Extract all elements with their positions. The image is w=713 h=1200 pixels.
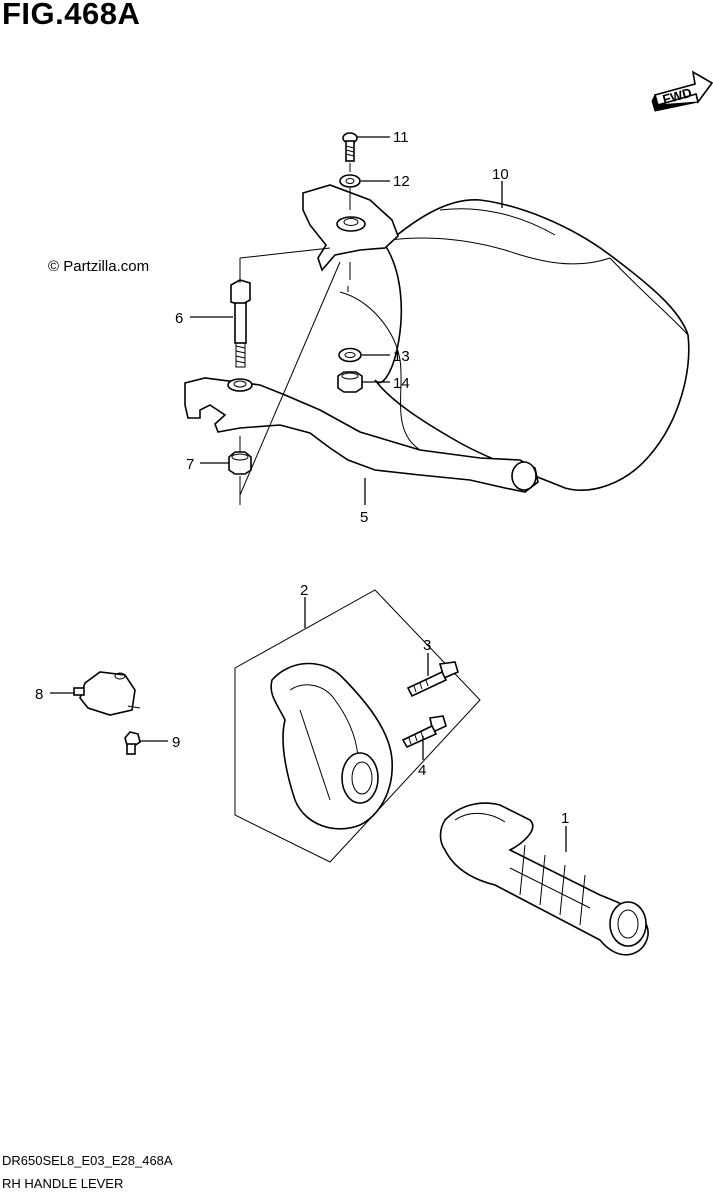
screw-part-4 [401, 715, 447, 749]
footer-title: RH HANDLE LEVER [2, 1176, 124, 1191]
washer-part-13 [338, 347, 362, 363]
watermark-text: © Partzilla.com [48, 258, 150, 275]
brake-lever-part [184, 377, 539, 493]
callout-10: 10 [492, 166, 509, 183]
callout-13: 13 [393, 348, 410, 365]
fwd-label: FWD [661, 85, 693, 107]
callout-14: 14 [393, 375, 410, 392]
footer-code: DR650SEL8_E03_E28_468A [2, 1153, 173, 1168]
callout-2: 2 [300, 582, 308, 599]
nut-part-14 [337, 371, 363, 393]
switch-housing-box [234, 589, 481, 863]
callout-numbers: 11 12 10 6 13 14 7 5 2 3 4 8 9 1 [35, 129, 569, 827]
nut-part-7 [228, 451, 252, 475]
callout-12: 12 [393, 173, 410, 190]
callout-6: 6 [175, 310, 183, 327]
hand-guard-part [339, 199, 690, 491]
callout-leaders [50, 136, 567, 852]
switch-sensor-part [73, 671, 141, 716]
throttle-grip-part [439, 802, 649, 956]
callout-11: 11 [393, 129, 409, 146]
screw-part-9 [124, 731, 141, 755]
screw-part-3 [406, 661, 459, 698]
callout-1: 1 [561, 810, 569, 827]
callout-9: 9 [172, 734, 180, 751]
bolt-part-6 [230, 279, 251, 368]
callout-3: 3 [423, 637, 431, 654]
switch-housing-part [270, 662, 393, 830]
callout-5: 5 [360, 509, 368, 526]
fwd-arrow-icon: FWD [651, 70, 713, 112]
figure-title: FIG.468A [2, 0, 141, 31]
callout-7: 7 [186, 456, 194, 473]
assembly-lines [239, 163, 351, 505]
callout-8: 8 [35, 686, 43, 703]
washer-part-12 [339, 174, 361, 188]
callout-4: 4 [418, 762, 426, 779]
screw-part-11 [342, 132, 358, 162]
